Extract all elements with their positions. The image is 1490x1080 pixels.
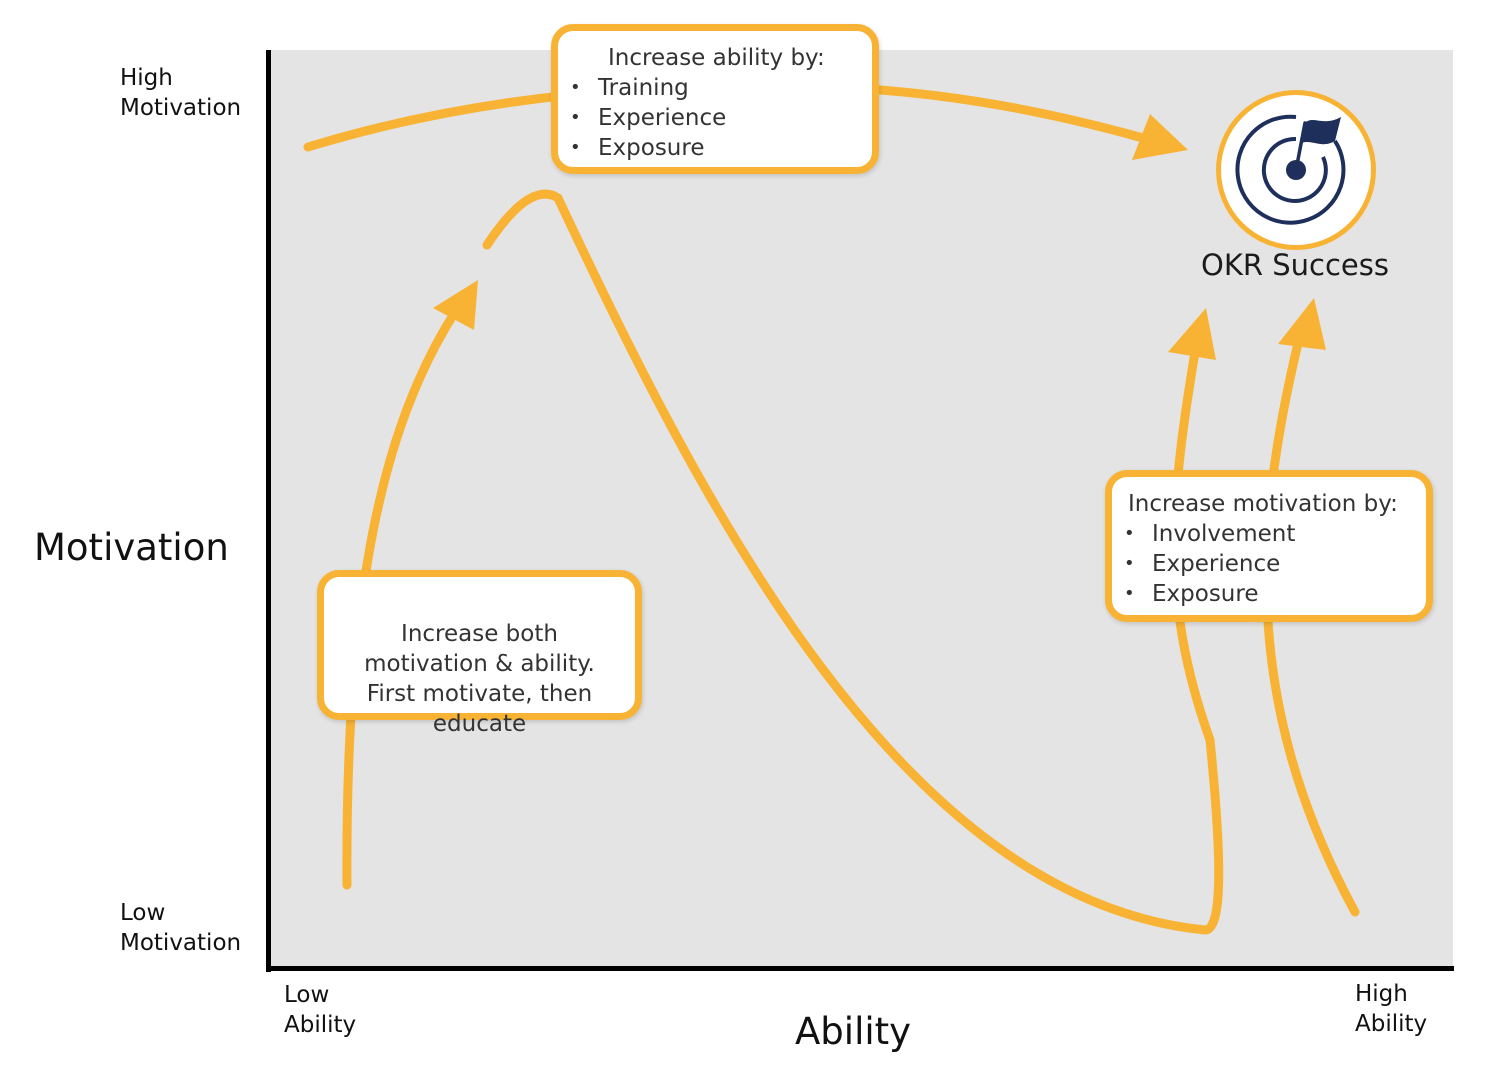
y-axis-line	[266, 50, 271, 972]
target-flag-icon	[1235, 114, 1346, 225]
goal-label: OKR Success	[1201, 248, 1389, 282]
list-item: Exposure	[568, 133, 872, 163]
callout-motivation-list: Involvement Experience Exposure	[1122, 519, 1426, 609]
y-axis-title: Motivation	[34, 526, 229, 569]
x-axis-title: Ability	[795, 1010, 912, 1053]
list-item: Exposure	[1122, 579, 1426, 609]
callout-increase-both: Increase both motivation & ability. Firs…	[317, 570, 642, 737]
callout-increase-ability: Increase ability by: Training Experience…	[551, 24, 879, 174]
x-axis-line	[266, 966, 1454, 971]
y-axis-high-label: High Motivation	[120, 65, 242, 121]
x-axis-low-label: Low Ability	[284, 982, 357, 1038]
x-axis-high-label: High Ability	[1355, 981, 1428, 1037]
callout-both-text: Increase both motivation & ability. Firs…	[364, 621, 595, 737]
callout-ability-list: Training Experience Exposure	[568, 73, 872, 163]
y-axis-low-label: Low Motivation	[120, 900, 242, 956]
list-item: Experience	[1122, 549, 1426, 579]
callout-increase-motivation: Increase motivation by: Involvement Expe…	[1105, 470, 1433, 622]
goal-badge	[1216, 90, 1376, 250]
callout-motivation-title: Increase motivation by:	[1128, 491, 1398, 517]
list-item: Experience	[568, 103, 872, 133]
callout-ability-title: Increase ability by:	[608, 45, 825, 71]
list-item: Involvement	[1122, 519, 1426, 549]
list-item: Training	[568, 73, 872, 103]
